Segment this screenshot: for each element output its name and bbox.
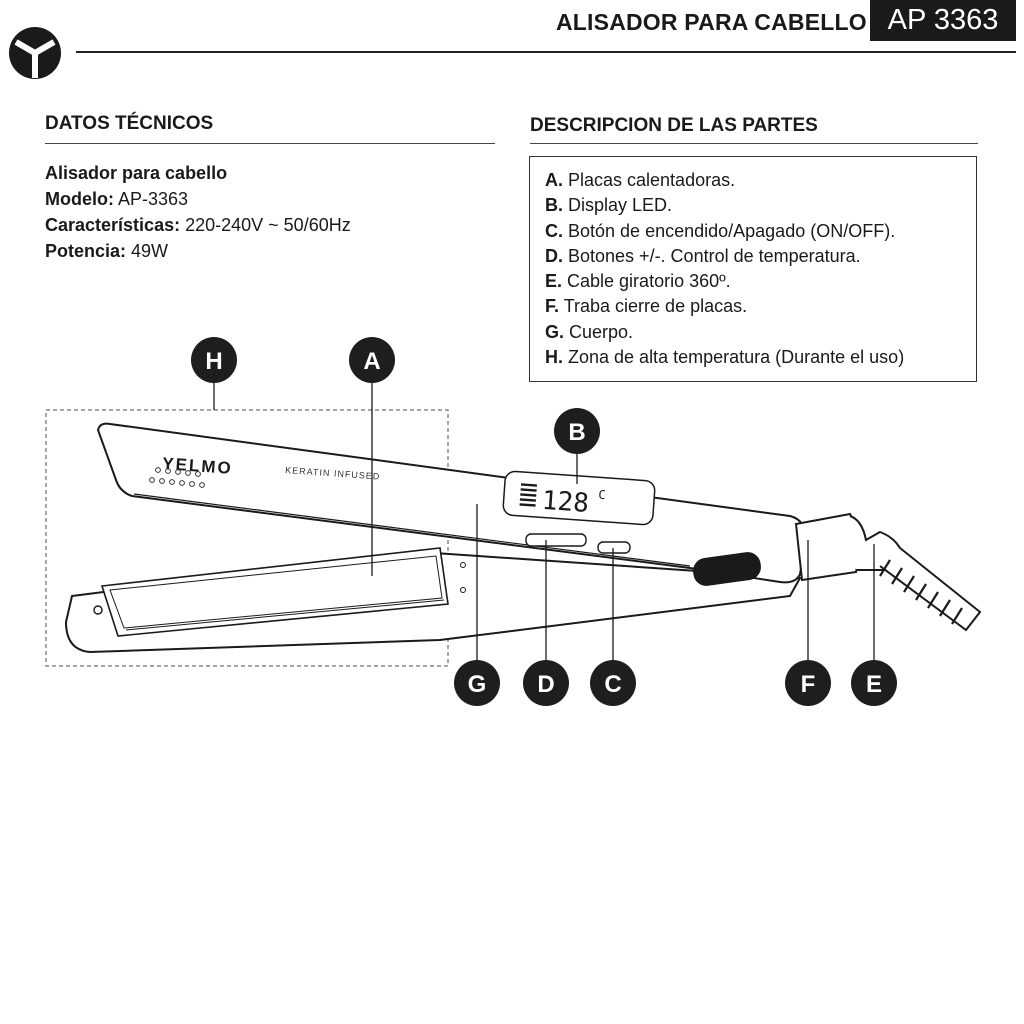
swivel-cord (794, 512, 982, 632)
svg-text:C: C (604, 671, 621, 698)
technical-data-title: DATOS TÉCNICOS (45, 113, 214, 134)
spec-row-model: Modelo: AP-3363 (45, 189, 189, 209)
list-item: E. Cable giratorio 360º. (545, 271, 731, 292)
header-rule (76, 51, 1016, 53)
display-unit: C (598, 488, 606, 502)
callout-f: F (785, 660, 831, 706)
document-title: ALISADOR PARA CABELLO (556, 9, 867, 35)
svg-text:A: A (363, 348, 380, 375)
yelmo-logo-icon (9, 27, 61, 79)
callout-e: E (851, 660, 897, 706)
list-item: B. Display LED. (545, 195, 673, 216)
lower-arm (64, 547, 802, 654)
brand-name: YELMO (162, 454, 234, 478)
list-item: A. Placas calentadoras. (545, 170, 736, 190)
svg-text:H: H (205, 348, 222, 375)
model-badge: AP 3363 (870, 0, 1016, 41)
spec-product: Alisador para cabello (45, 163, 228, 183)
temperature-bars-icon (519, 483, 538, 507)
list-item: H. Zona de alta temperatura (Durante el … (545, 347, 905, 368)
parts-rule (530, 143, 978, 144)
svg-text:B: B (568, 419, 585, 446)
parts-box (529, 156, 977, 382)
svg-text:E: E (866, 671, 882, 698)
svg-text:G: G (468, 671, 487, 698)
display-temperature: 128 (541, 486, 590, 519)
brand-subtitle: KERATIN INFUSED (285, 465, 381, 482)
leader-lines (213, 382, 875, 660)
list-item: D. Botones +/-. Control de temperatura. (545, 245, 861, 266)
callout-h: H (191, 337, 237, 383)
technical-specs: Alisador para cabello Modelo: AP-3363 Ca… (45, 160, 351, 264)
upper-arm (96, 422, 808, 586)
vent-holes-icon (149, 467, 205, 488)
high-temperature-zone (45, 409, 449, 667)
led-display: 128 C (519, 483, 606, 519)
list-item: F. Traba cierre de placas. (545, 296, 748, 317)
parts-title: DESCRIPCION DE LAS PARTES (530, 115, 818, 136)
parts-list: A. Placas calentadoras. B. Display LED. … (545, 168, 904, 370)
callout-g: G (454, 660, 500, 706)
spec-row-characteristics: Características: 220-240V ~ 50/60Hz (45, 215, 351, 235)
svg-text:D: D (537, 671, 554, 698)
list-item: G. Cuerpo. (545, 321, 634, 342)
callout-a: A (349, 337, 395, 383)
technical-data-rule (45, 143, 495, 144)
list-item: C. Botón de encendido/Apagado (ON/OFF). (545, 220, 896, 241)
callout-d: D (523, 660, 569, 706)
spec-row-power: Potencia: 49W (45, 241, 169, 261)
callout-c: C (590, 660, 636, 706)
callout-b: B (554, 408, 600, 454)
svg-text:F: F (801, 671, 816, 698)
